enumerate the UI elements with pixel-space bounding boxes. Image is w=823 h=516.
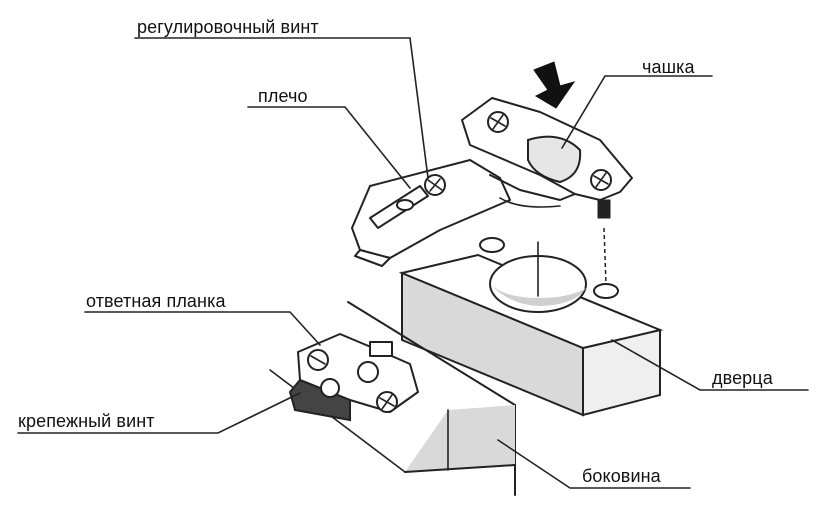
- label-side-panel: боковина: [582, 466, 661, 486]
- door-panel: [398, 227, 664, 417]
- label-door: дверца: [712, 368, 773, 388]
- label-fix-screw: крепежный винт: [18, 411, 155, 431]
- label-cup: чашка: [642, 57, 695, 77]
- label-mount-plate: ответная планка: [86, 291, 226, 311]
- side-panel: [269, 301, 516, 496]
- mounting-plate: [288, 333, 419, 422]
- label-adjust-screw: регулировочный винт: [137, 17, 319, 37]
- label-arm: плечо: [258, 86, 308, 106]
- arrow-down-icon: [533, 61, 576, 109]
- leader-lines: [17, 37, 809, 489]
- hinge: [351, 97, 633, 267]
